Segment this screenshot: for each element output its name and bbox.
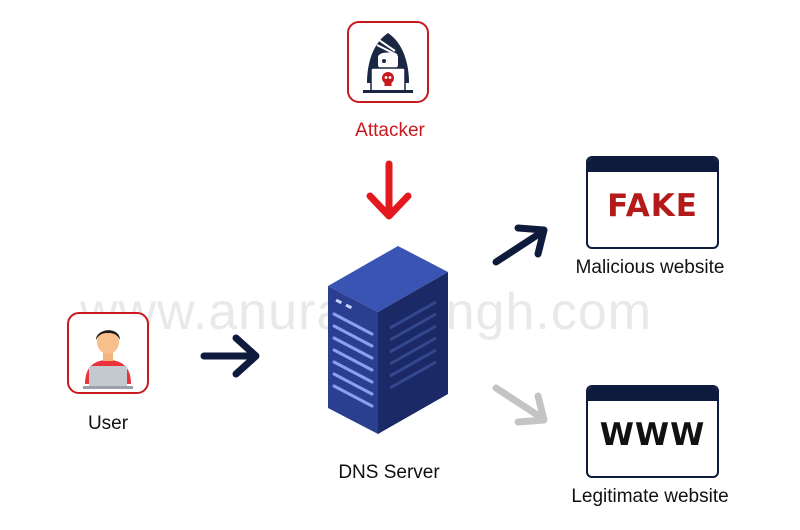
user-laptop-icon — [83, 330, 133, 389]
dns-server-label: DNS Server — [338, 462, 440, 483]
malicious-website-label: Malicious website — [575, 257, 725, 278]
user-node — [67, 312, 149, 394]
malicious-arrow-icon — [492, 224, 548, 266]
window-title-bar — [588, 158, 717, 172]
www-sign: WWW — [599, 417, 706, 453]
server-rack-icon — [328, 246, 448, 434]
legitimate-arrow-icon — [492, 384, 548, 426]
user-label: User — [87, 413, 129, 434]
attacker-node — [347, 21, 429, 103]
window-title-bar — [588, 387, 717, 401]
user-arrow-icon — [200, 334, 260, 378]
legitimate-website-window: WWW — [586, 385, 719, 478]
hooded-hacker-icon — [363, 33, 413, 93]
attacker-label: Attacker — [355, 120, 425, 141]
fake-sign: FAKE — [607, 188, 698, 224]
legitimate-website-label: Legitimate website — [571, 486, 729, 507]
attacker-arrow-icon — [366, 160, 412, 220]
malicious-website-window: FAKE — [586, 156, 719, 249]
